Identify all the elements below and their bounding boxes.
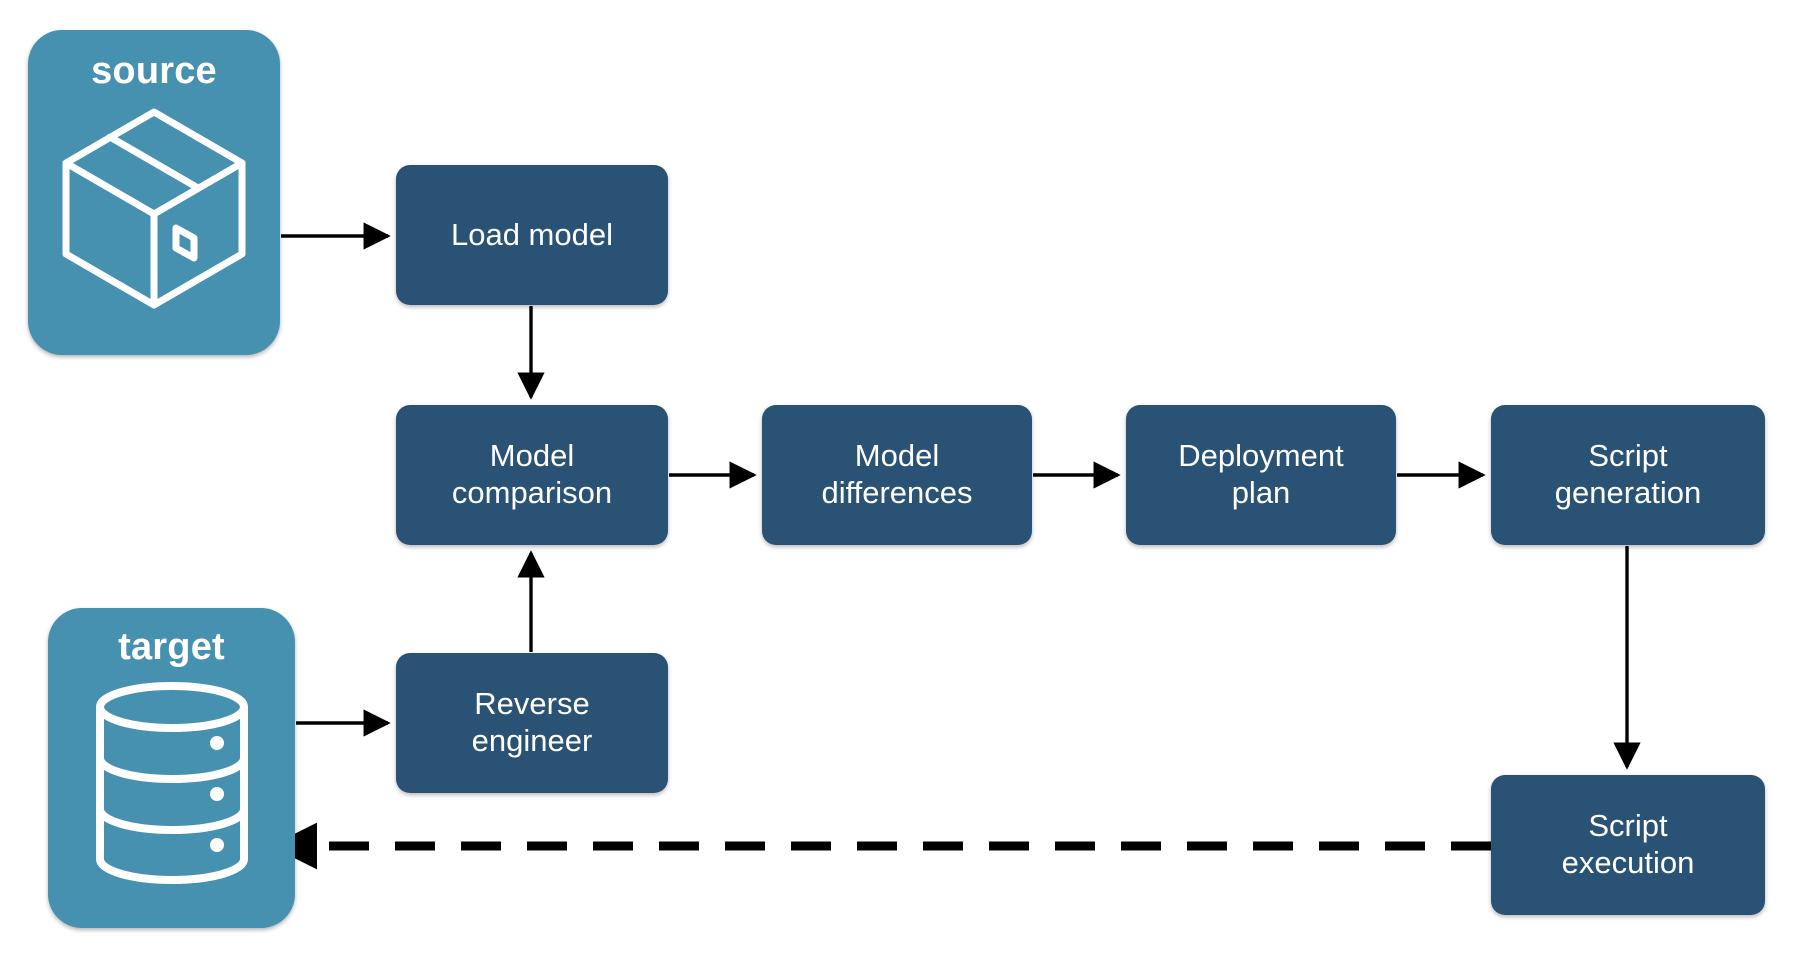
process-load-model[interactable]: Load model: [396, 165, 668, 305]
process-model-differences-label: Model differences: [821, 438, 973, 510]
endpoint-target[interactable]: target: [48, 608, 295, 928]
endpoint-source-label: source: [91, 50, 217, 92]
process-reverse-engineer-label: Reverse engineer: [471, 686, 593, 758]
process-load-model-label: Load model: [450, 216, 613, 252]
process-deployment-plan[interactable]: Deployment plan: [1126, 405, 1396, 545]
package-box-icon: [54, 102, 254, 319]
process-deployment-plan-label: Deployment plan: [1178, 438, 1344, 510]
process-model-comparison[interactable]: Model comparison: [396, 405, 668, 545]
database-cylinder-icon: [90, 680, 254, 891]
endpoint-target-label: target: [118, 626, 225, 668]
process-model-differences[interactable]: Model differences: [762, 405, 1032, 545]
process-script-generation-label: Script generation: [1554, 438, 1702, 510]
process-model-comparison-label: Model comparison: [451, 438, 613, 510]
process-script-generation[interactable]: Script generation: [1491, 405, 1765, 545]
process-script-execution[interactable]: Script execution: [1491, 775, 1765, 915]
process-reverse-engineer[interactable]: Reverse engineer: [396, 653, 668, 793]
process-script-execution-label: Script execution: [1561, 808, 1695, 880]
endpoint-source[interactable]: source: [28, 30, 280, 355]
